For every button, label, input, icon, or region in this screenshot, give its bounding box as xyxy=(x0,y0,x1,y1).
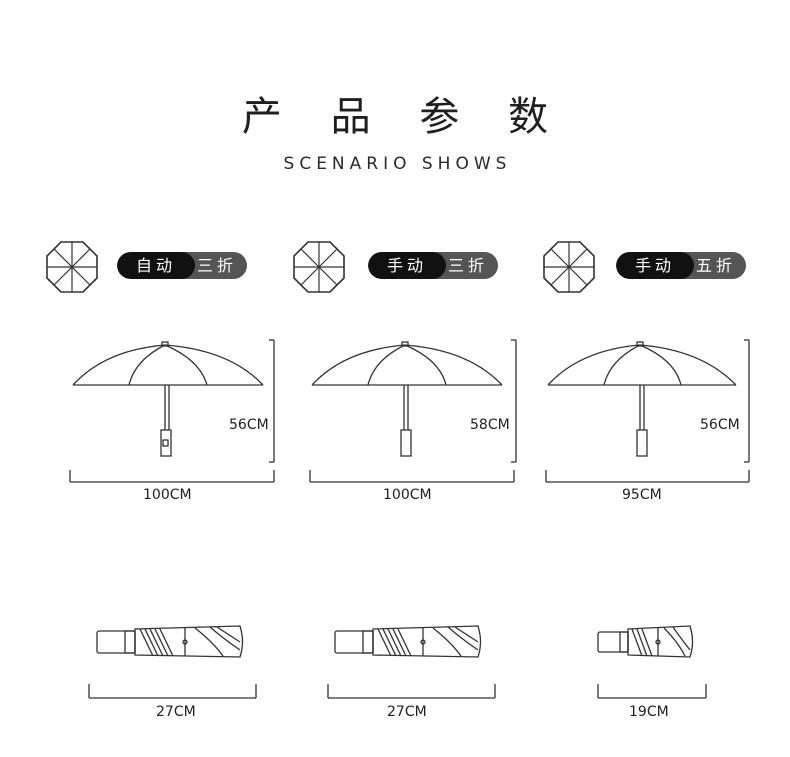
umbrella-open-side-icon xyxy=(309,339,517,483)
type-tag: 自动 三折 xyxy=(117,252,247,279)
type-tag: 手动 三折 xyxy=(368,252,498,279)
umbrella-top-view-icon xyxy=(543,241,595,293)
umbrella-open-side-icon xyxy=(545,339,750,483)
page-title: 产 品 参 数 xyxy=(241,94,567,140)
folded-umbrella-icon xyxy=(88,625,257,699)
open-height-label: 58CM xyxy=(470,417,510,433)
folded-length-label: 27CM xyxy=(387,704,427,720)
product-card-3: 手动 五折 56CM 95CM 19CM xyxy=(540,0,790,757)
umbrella-top-view-icon xyxy=(293,241,345,293)
opening-type-label: 自动 xyxy=(117,252,195,279)
open-height-label: 56CM xyxy=(700,417,740,433)
open-height-label: 56CM xyxy=(229,417,269,433)
type-tag: 手动 五折 xyxy=(616,252,746,279)
folded-umbrella-icon xyxy=(597,625,707,699)
open-width-label: 100CM xyxy=(383,487,432,503)
umbrella-top-view-icon xyxy=(46,241,98,293)
product-card-1: 自动 三折 56CM 100CM 27CM xyxy=(45,0,295,757)
page-subtitle: SCENARIO SHOWS xyxy=(283,154,512,174)
product-card-2: 手动 三折 58CM 100CM 27CM xyxy=(292,0,542,757)
opening-type-label: 手动 xyxy=(368,252,446,279)
folded-length-label: 27CM xyxy=(156,704,196,720)
opening-type-label: 手动 xyxy=(616,252,694,279)
open-width-label: 95CM xyxy=(622,487,662,503)
folded-length-label: 19CM xyxy=(629,704,669,720)
open-width-label: 100CM xyxy=(143,487,192,503)
folded-umbrella-icon xyxy=(327,625,496,699)
umbrella-open-side-icon xyxy=(69,339,275,483)
